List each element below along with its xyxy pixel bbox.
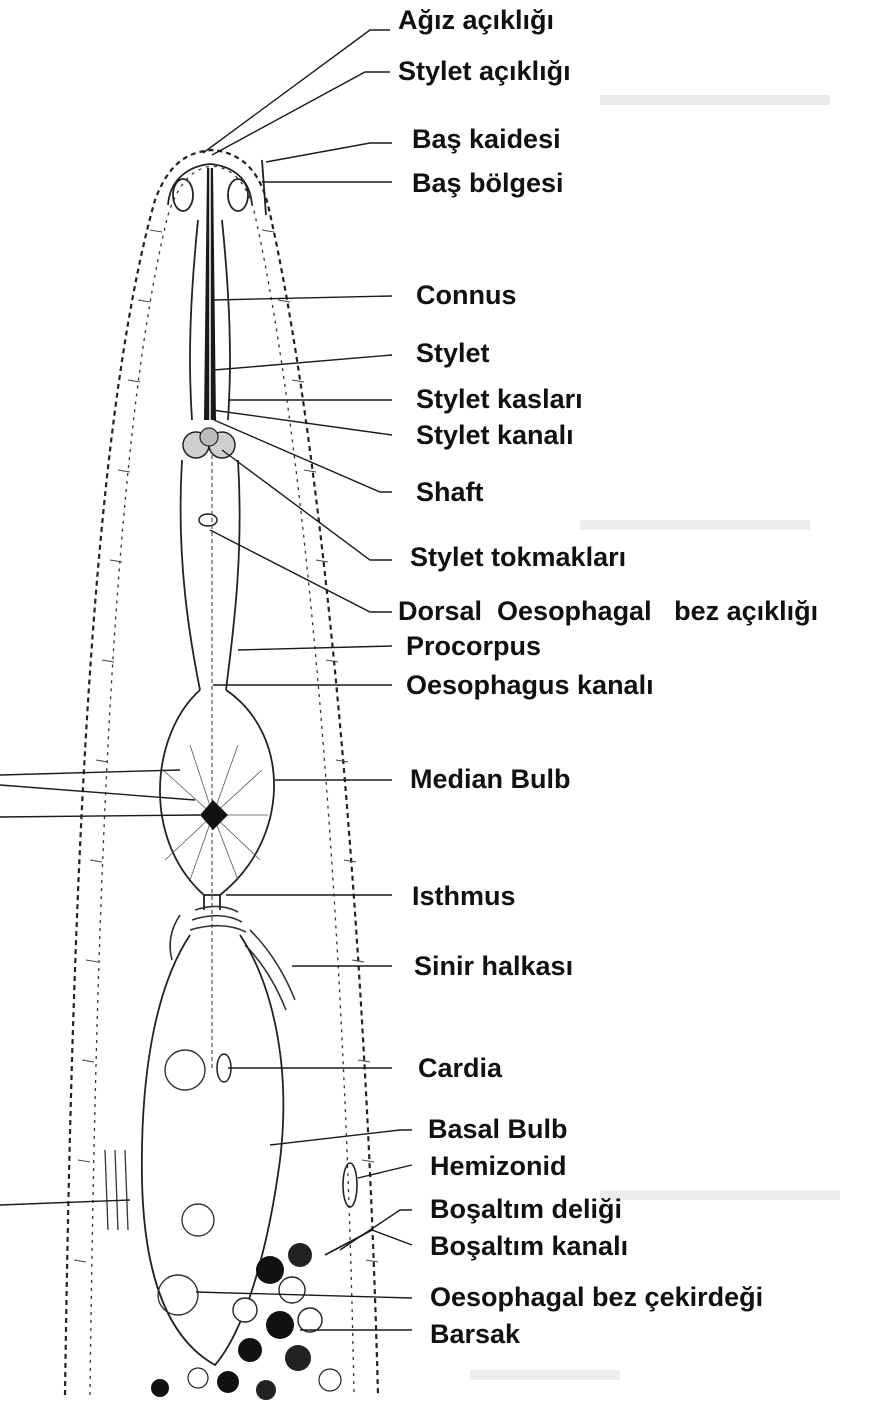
gland-nucleus-upper xyxy=(165,1050,205,1090)
leader-lines xyxy=(0,30,412,1330)
label-dorsal-oesophagal: Dorsal Oesophagal bez açıklığı xyxy=(398,596,818,626)
cuticle-annulations xyxy=(74,230,378,1262)
basal-bulb-outline xyxy=(142,935,283,1365)
label-median-bulb: Median Bulb xyxy=(410,764,571,794)
intestine-granules xyxy=(151,1243,341,1400)
label-stylet-tokmaklari: Stylet tokmakları xyxy=(410,542,626,572)
label-oesophagal-bez-cekirdegi: Oesophagal bez çekirdeği xyxy=(430,1282,763,1312)
label-sinir-halkasi: Sinir halkası xyxy=(414,951,573,981)
gland-nucleus-lower xyxy=(158,1275,198,1315)
label-shaft: Shaft xyxy=(416,477,484,507)
head-basal-marker xyxy=(262,160,266,215)
head-sclerotization-left xyxy=(173,179,193,211)
label-bas-kaidesi: Baş kaidesi xyxy=(412,124,561,154)
label-stylet-kaslari: Stylet kasları xyxy=(416,384,583,414)
median-bulb-outline xyxy=(160,690,274,895)
label-stylet: Stylet xyxy=(416,338,490,368)
label-cardia: Cardia xyxy=(418,1053,503,1083)
labels: Ağız açıklığı Stylet açıklığı Baş kaides… xyxy=(398,5,818,1349)
label-agiz-acikligi: Ağız açıklığı xyxy=(398,5,554,35)
stylet-muscle-left xyxy=(190,220,198,420)
label-hemizonid: Hemizonid xyxy=(430,1151,567,1181)
label-bosaltim-deligi: Boşaltım deliği xyxy=(430,1194,622,1224)
label-connus: Connus xyxy=(416,280,517,310)
dorsal-gland-opening xyxy=(199,514,217,526)
head-sclerotization-right xyxy=(228,179,248,211)
label-oesophagus-kanali: Oesophagus kanalı xyxy=(406,670,654,700)
gland-nucleus-middle xyxy=(182,1204,214,1236)
label-basal-bulb: Basal Bulb xyxy=(428,1114,568,1144)
stylet-muscle-right xyxy=(222,220,230,420)
label-barsak: Barsak xyxy=(430,1319,521,1349)
procorpus-outline xyxy=(181,460,240,690)
side-lines xyxy=(105,1150,128,1230)
label-stylet-kanali: Stylet kanalı xyxy=(416,420,574,450)
label-bas-bolgesi: Baş bölgesi xyxy=(412,168,564,198)
hemizonid-shape xyxy=(343,1163,357,1207)
nerve-ring xyxy=(170,906,295,1010)
bleed-through-marks xyxy=(470,95,840,1380)
label-isthmus: Isthmus xyxy=(412,881,516,911)
label-bosaltim-kanali: Boşaltım kanalı xyxy=(430,1231,628,1261)
nematode-body xyxy=(65,150,378,1400)
label-stylet-acikligi: Stylet açıklığı xyxy=(398,56,571,86)
label-procorpus: Procorpus xyxy=(406,631,541,661)
